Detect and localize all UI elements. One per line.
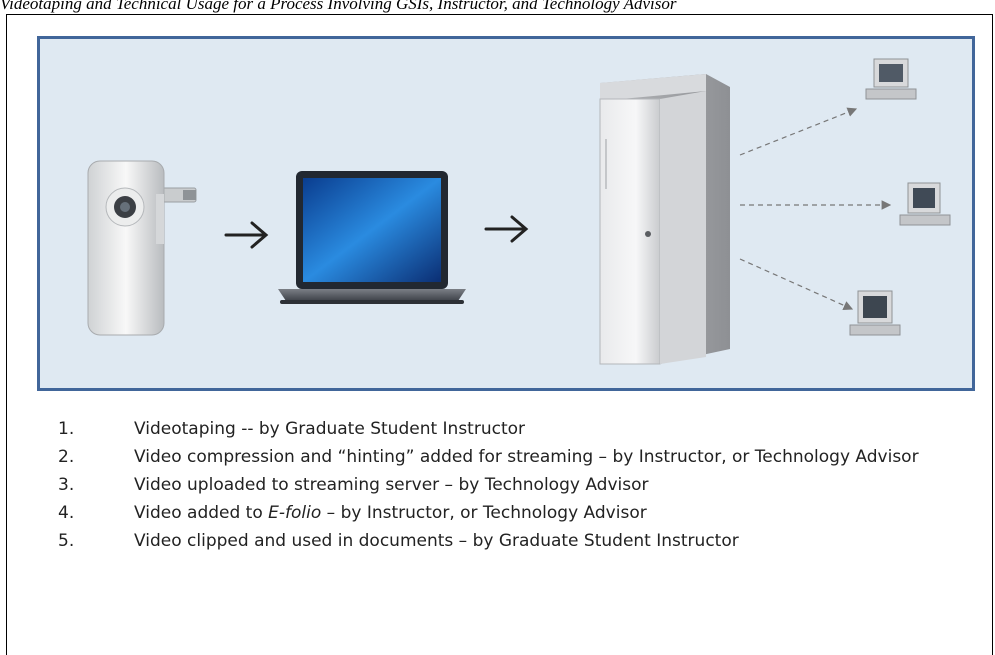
figure-caption: Videotaping and Technical Usage for a Pr… — [0, 0, 677, 13]
efolio-name: E-folio — [268, 503, 322, 523]
camcorder-icon — [87, 160, 197, 336]
workflow-illustration — [87, 58, 951, 365]
figure-frame — [6, 14, 993, 655]
step-text: Video clipped and used in documents – by… — [134, 531, 739, 551]
step-number: 4. — [58, 503, 75, 523]
list-item: 3. Video uploaded to streaming server – … — [58, 474, 958, 496]
flow-arrow-2 — [484, 215, 529, 243]
step-number: 2. — [58, 447, 75, 467]
server-tower-icon — [599, 74, 730, 365]
step-number: 1. — [58, 419, 75, 439]
process-steps-list: 1. Videotaping -- by Graduate Student In… — [58, 418, 958, 558]
list-item: 1. Videotaping -- by Graduate Student In… — [58, 418, 958, 440]
step-text: Video added to E-folio – by Instructor, … — [134, 503, 647, 523]
flow-arrow-1 — [224, 221, 269, 249]
step-text: Video compression and “hinting” added fo… — [134, 447, 919, 467]
list-item: 2. Video compression and “hinting” added… — [58, 446, 958, 468]
client-computer-icon — [899, 182, 951, 226]
list-item: 4. Video added to E-folio – by Instructo… — [58, 502, 958, 524]
step-number: 3. — [58, 475, 75, 495]
network-connections — [739, 107, 892, 310]
step-text: Videotaping -- by Graduate Student Instr… — [134, 419, 526, 439]
list-item: 5. Video clipped and used in documents –… — [58, 530, 958, 552]
step-number: 5. — [58, 531, 75, 551]
step-text: Video uploaded to streaming server – by … — [134, 475, 649, 495]
client-computer-icon — [849, 290, 901, 336]
client-computer-icon — [865, 58, 917, 100]
laptop-icon — [278, 171, 466, 304]
workflow-diagram — [37, 36, 975, 391]
step-text-part: Video added to — [134, 503, 269, 523]
step-text-part: – by Instructor, or Technology Advisor — [321, 503, 647, 523]
